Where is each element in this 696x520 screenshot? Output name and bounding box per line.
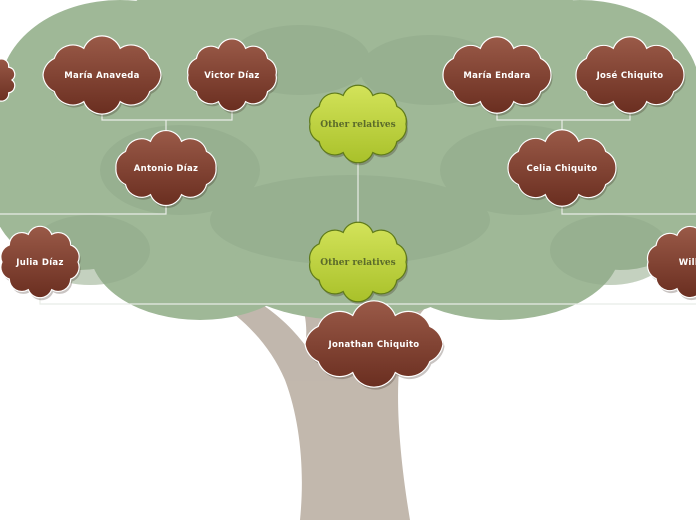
- node-label: María Anaveda: [64, 71, 139, 81]
- node-label: Other relatives: [320, 120, 395, 130]
- node-julia-diaz[interactable]: Julia Díaz: [1, 226, 81, 300]
- node-label: Antonio Díaz: [134, 164, 199, 174]
- node-label: Other relatives: [320, 258, 395, 268]
- node-label: Victor Díaz: [204, 71, 259, 81]
- node-label: Celia Chiquito: [527, 164, 598, 174]
- node-label: Julia Díaz: [15, 258, 63, 268]
- node-label: María Endara: [463, 71, 530, 81]
- node-label: Willi: [679, 258, 696, 268]
- node-label: Jonathan Chiquito: [328, 340, 420, 350]
- node-label: José Chiquito: [596, 70, 664, 81]
